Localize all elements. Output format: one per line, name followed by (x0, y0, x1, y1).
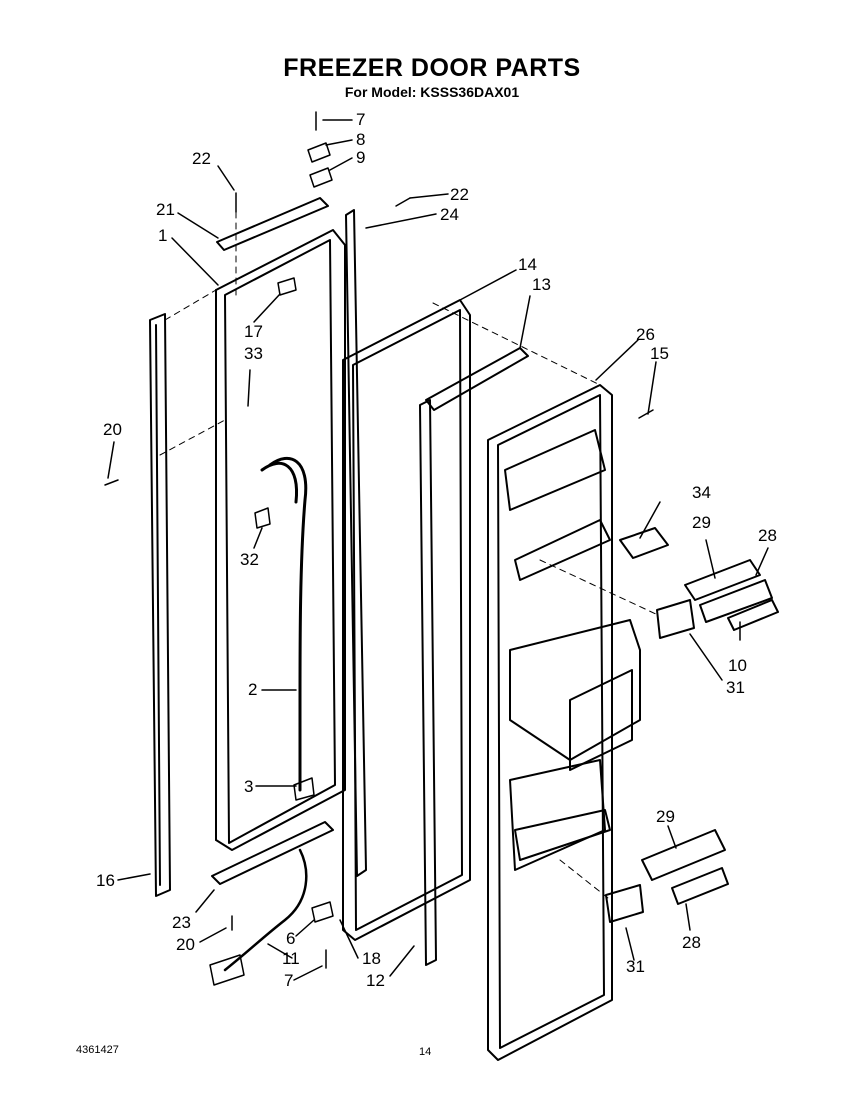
callout-9: 9 (356, 148, 365, 167)
callout-20: 20 (103, 420, 122, 439)
callout-26: 26 (636, 325, 655, 344)
callout-1: 1 (158, 226, 167, 245)
callout-24: 24 (440, 205, 459, 224)
callout-labels: 7 8 9 22 22 24 21 1 14 13 26 15 17 33 20… (96, 110, 777, 990)
part-34-drip-tray (619, 527, 669, 559)
callout-6: 6 (286, 929, 295, 948)
callout-20: 20 (176, 935, 195, 954)
callout-32: 32 (240, 550, 259, 569)
callout-11: 11 (282, 949, 300, 968)
callout-7: 7 (356, 110, 365, 129)
callout-15: 15 (650, 344, 669, 363)
callout-8: 8 (356, 130, 365, 149)
part-21-hinge-bar (216, 197, 329, 251)
page-number: 14 (419, 1046, 432, 1058)
callout-22: 22 (450, 185, 469, 204)
callout-10: 10 (728, 656, 747, 675)
callout-21: 21 (156, 200, 175, 219)
part-10-pad (727, 599, 779, 631)
part-2-wire-harness (260, 456, 308, 792)
callout-29: 29 (656, 807, 675, 826)
part-28-upper-trim (699, 579, 773, 623)
callout-12: 12 (366, 971, 385, 990)
part-29-upper-trim (684, 559, 761, 601)
callout-28: 28 (758, 526, 777, 545)
callout-16: 16 (96, 871, 115, 890)
callout-22: 22 (192, 149, 211, 168)
callout-28: 28 (682, 933, 701, 952)
part-28-lower-trim (671, 867, 729, 905)
dispenser-panel (487, 384, 641, 1061)
callout-2: 2 (248, 680, 257, 699)
callout-29: 29 (692, 513, 711, 532)
part-12-strip (419, 399, 437, 966)
part-11-cord (223, 848, 308, 972)
part-29-lower-trim (641, 829, 726, 881)
guide-lines (159, 211, 659, 899)
part-31-lower-cover (605, 884, 644, 923)
callout-14: 14 (518, 255, 537, 274)
model-subtitle: For Model: KSSS36DAX01 (344, 84, 520, 100)
callout-23: 23 (172, 913, 191, 932)
callout-33: 33 (244, 344, 263, 363)
callout-13: 13 (532, 275, 551, 294)
part-16-bracket (149, 313, 171, 897)
part-23-bottom-bar (211, 821, 334, 885)
hardware (104, 111, 654, 986)
page-title: FREEZER DOOR PARTS (283, 54, 581, 82)
part-31-upper-cover (656, 599, 695, 639)
callout-34: 34 (692, 483, 711, 502)
leader-lines (107, 119, 769, 981)
callout-31: 31 (626, 957, 645, 976)
callout-3: 3 (244, 777, 253, 796)
callout-18: 18 (362, 949, 381, 968)
callout-17: 17 (244, 322, 263, 341)
part-13-rail (425, 347, 529, 411)
part-1-door-frame (215, 229, 346, 851)
callout-7: 7 (284, 971, 293, 990)
part-24-strip (345, 209, 367, 877)
callout-31: 31 (726, 678, 745, 697)
document-number: 4361427 (76, 1044, 119, 1056)
